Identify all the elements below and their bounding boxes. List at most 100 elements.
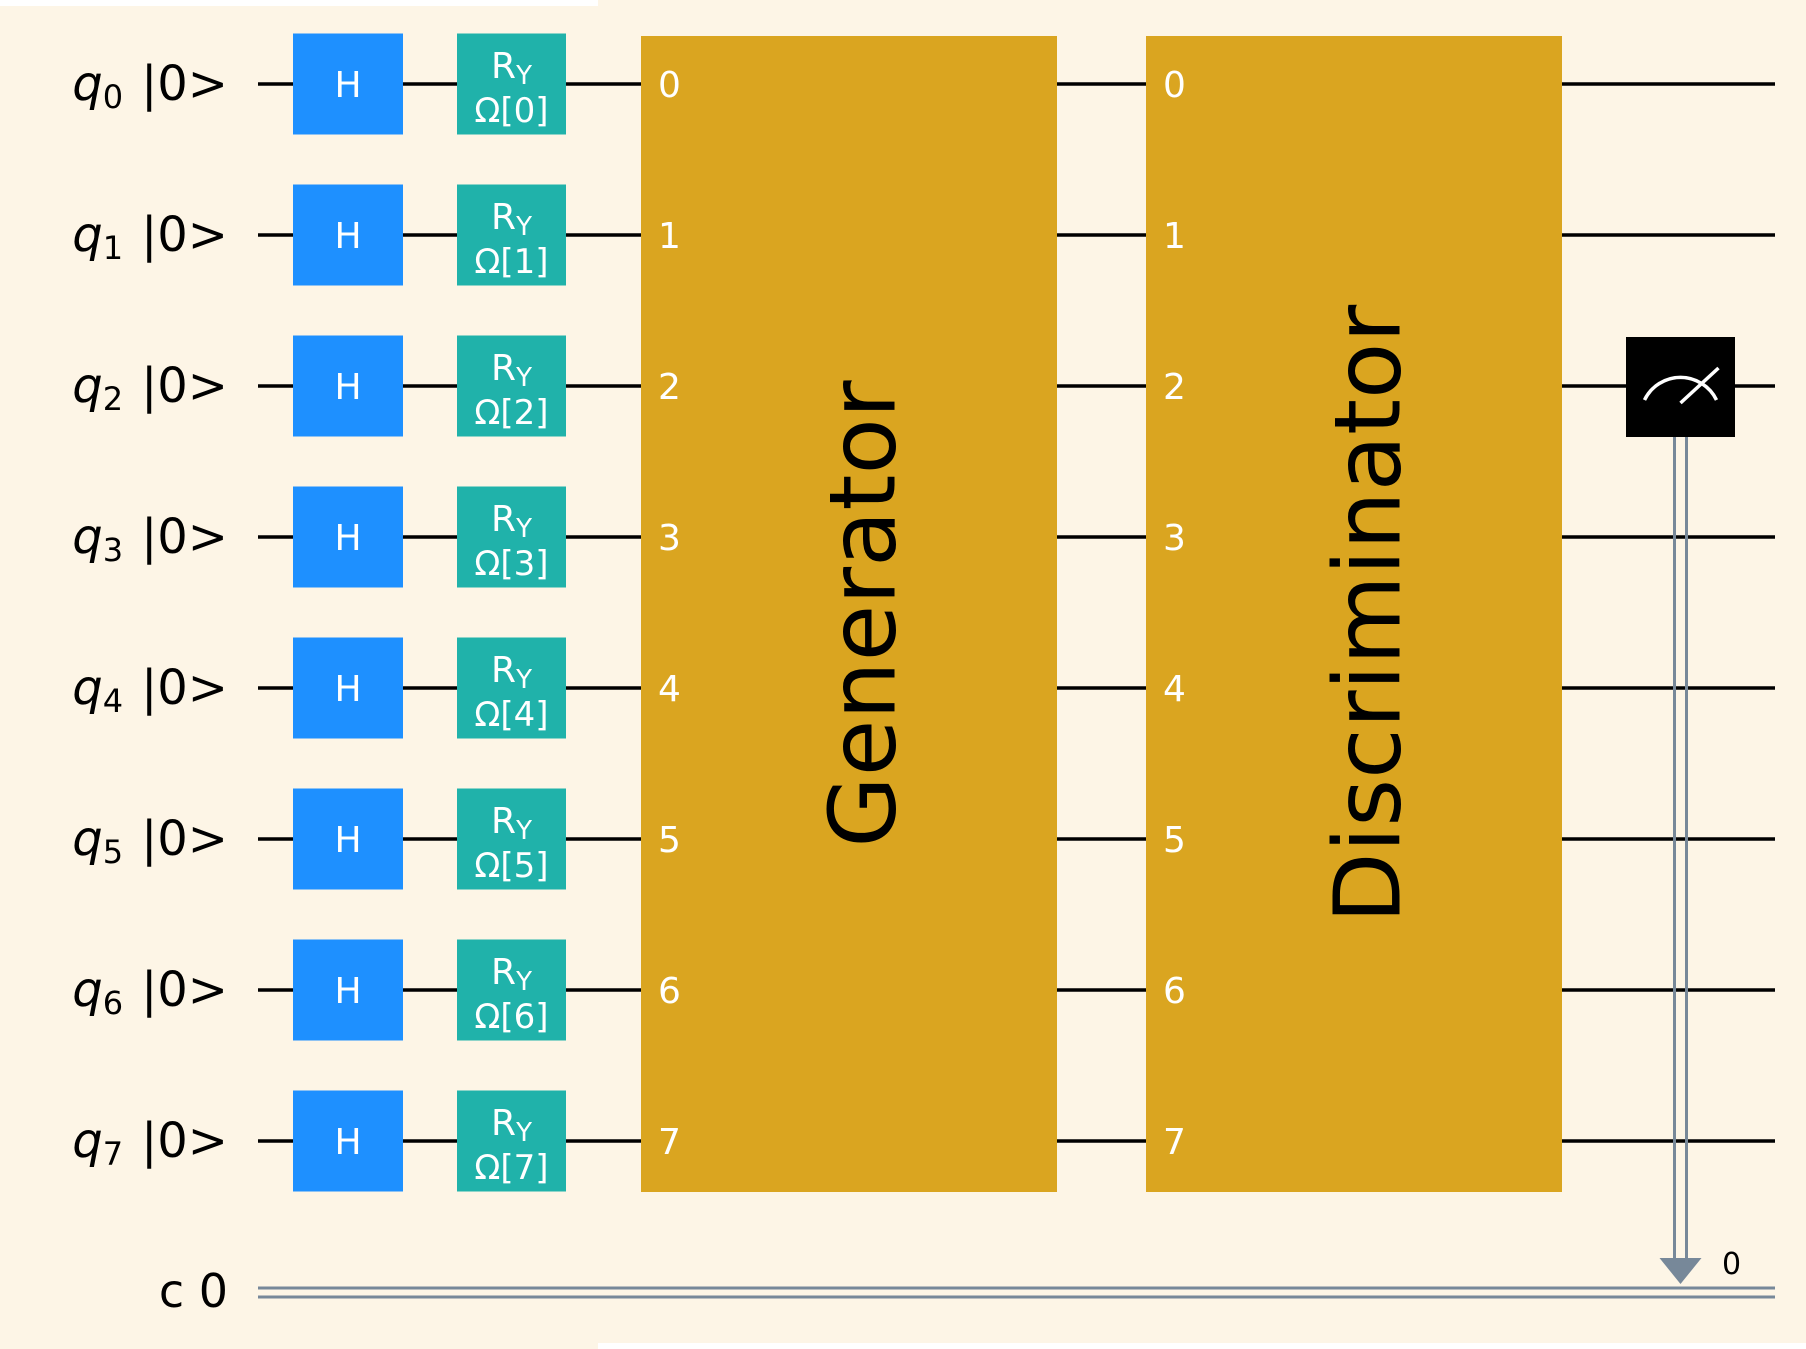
qubit-index: 1	[103, 229, 123, 267]
qubit-init-state: |0>	[141, 811, 228, 867]
discriminator-block-label: Discriminator	[1315, 305, 1422, 924]
ry-gate	[457, 788, 566, 890]
hadamard-gate	[293, 1090, 403, 1192]
ry-gate-subscript: Y	[515, 816, 532, 846]
block-port-label: 2	[658, 367, 681, 408]
block-port-label: 0	[658, 65, 681, 106]
ry-gate-name: RY	[491, 499, 532, 544]
qubit-name: q	[72, 962, 102, 1018]
block-port-label: 4	[658, 669, 681, 710]
qubit-name: q	[72, 509, 102, 565]
hadamard-gate-label: H	[334, 1122, 361, 1163]
block-port-label: 0	[1163, 65, 1186, 106]
qubit-init-state: |0>	[141, 1113, 228, 1169]
background-top-right	[598, 0, 1806, 6]
qubit-index: 3	[103, 531, 123, 569]
ry-gate-letter: R	[491, 197, 516, 238]
qubit-name: q	[72, 1113, 102, 1169]
ry-gate-name: RY	[491, 197, 532, 242]
ry-gate-parameter: Ω[5]	[474, 846, 548, 886]
block-port-label: 2	[1163, 367, 1186, 408]
qubit-name: q	[72, 207, 102, 263]
ry-gate-name: RY	[491, 801, 532, 846]
qubit-label: q5|0>	[72, 811, 228, 871]
ry-gate	[457, 184, 566, 286]
qubit-name: q	[72, 56, 102, 112]
qubit-label: q4 |0>	[72, 660, 228, 720]
ry-gate	[457, 335, 566, 437]
qubit-index: 0	[103, 78, 123, 116]
measurement-arrow-icon	[1659, 1258, 1702, 1284]
qubit-index: 7	[103, 1135, 123, 1173]
qubit-label: q6 |0>	[72, 962, 228, 1022]
ry-gate-letter: R	[491, 952, 516, 993]
ry-gate-name: RY	[491, 348, 532, 393]
block-port-label: 5	[658, 820, 681, 861]
classical-register: c 0	[159, 1264, 1775, 1318]
qubit-index: 4	[103, 682, 123, 720]
ry-gate	[457, 939, 566, 1041]
meter-arc-icon	[1642, 375, 1719, 401]
generator-block	[641, 36, 1057, 1192]
block-port-label: 5	[1163, 820, 1186, 861]
background-bottom-left	[0, 1343, 598, 1349]
ry-gate-parameter: Ω[4]	[474, 695, 548, 735]
ry-gate-parameter: Ω[3]	[474, 544, 548, 584]
ry-gate-subscript: Y	[515, 61, 532, 91]
qubit-init-state: |0>	[141, 962, 228, 1018]
qubit-init-state: |0>	[141, 207, 228, 263]
qubit-label: q2|0>	[72, 358, 228, 418]
hadamard-gate	[293, 335, 403, 437]
qubit-labels: q0|0>q1|0>q2|0>q3|0>q4|0>q5|0>q6|0>q7|0>	[72, 56, 228, 1173]
ry-gate-subscript: Y	[515, 665, 532, 695]
hadamard-gate	[293, 788, 403, 890]
qubit-name: q	[72, 811, 102, 867]
hadamard-gate-label: H	[334, 216, 361, 257]
ry-gate-name: RY	[491, 650, 532, 695]
hadamard-gate-label: H	[334, 518, 361, 559]
qubit-label: q0 |0>	[72, 56, 228, 116]
ry-gate-subscript: Y	[515, 363, 532, 393]
classical-bit-label: 0	[1722, 1247, 1741, 1282]
block-port-label: 7	[1163, 1122, 1186, 1163]
qubit-name: q	[72, 358, 102, 414]
ry-gate-name: RY	[491, 952, 532, 997]
ry-gate	[457, 1090, 566, 1192]
ry-gate-subscript: Y	[515, 967, 532, 997]
block-port-label: 3	[1163, 518, 1186, 559]
ry-gate-subscript: Y	[515, 212, 532, 242]
qubit-label: q7 |0>	[72, 1113, 228, 1173]
qubit-name: q	[72, 660, 102, 716]
ry-gate-parameter: Ω[0]	[474, 91, 548, 131]
ry-gate-subscript: Y	[515, 1118, 532, 1148]
generator-block-label: Generator	[810, 380, 917, 847]
ry-gate-subscript: Y	[515, 514, 532, 544]
hadamard-gate	[293, 637, 403, 739]
ry-gate-letter: R	[491, 499, 516, 540]
qubit-init-state: |0>	[141, 56, 228, 112]
meter-needle-icon	[1679, 366, 1720, 405]
hadamard-gate-label: H	[334, 65, 361, 106]
block-port-label: 7	[658, 1122, 681, 1163]
classical-register-label: c 0	[159, 1264, 228, 1318]
ry-gate-letter: R	[491, 348, 516, 389]
ry-gate-letter: R	[491, 650, 516, 691]
block-port-label: 3	[658, 518, 681, 559]
block-port-label: 6	[1163, 971, 1186, 1012]
ry-gate-parameter: Ω[1]	[474, 242, 548, 282]
hadamard-gate	[293, 939, 403, 1041]
qubit-index: 6	[103, 984, 123, 1022]
ry-gate	[457, 486, 566, 588]
qubit-init-state: |0>	[141, 358, 228, 414]
qubit-init-state: |0>	[141, 660, 228, 716]
qubit-label: q3|0>	[72, 509, 228, 569]
qubit-label: q1 |0>	[72, 207, 228, 267]
ry-gate-parameter: Ω[2]	[474, 393, 548, 433]
block-port-label: 1	[1163, 216, 1186, 257]
ry-gate-letter: R	[491, 46, 516, 87]
ry-gate	[457, 33, 566, 135]
hadamard-gate-label: H	[334, 820, 361, 861]
